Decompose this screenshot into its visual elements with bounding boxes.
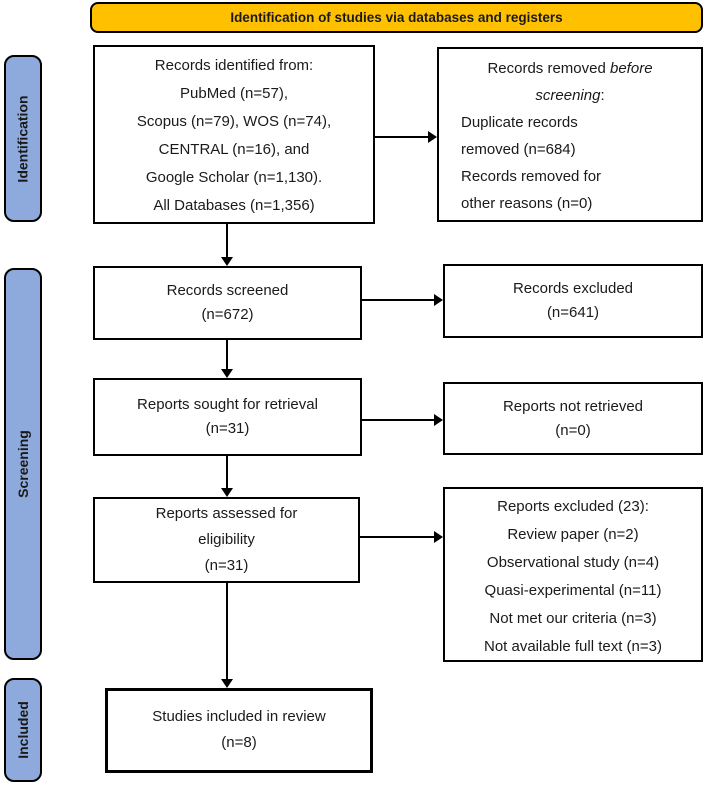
text-line: Records screened (166, 282, 289, 299)
records-removed-heading-italic-before: before (610, 60, 653, 77)
text-line: Reports assessed for (155, 505, 298, 522)
text-line: Duplicate records (461, 114, 578, 131)
text-line: Reports not retrieved (502, 397, 644, 415)
stage-label-included-text: Included (15, 701, 31, 759)
text-line: (n=31) (204, 557, 249, 574)
text-line: Reports sought for retrieval (137, 396, 318, 413)
stage-label-identification: Identification (4, 55, 42, 222)
text-line: Google Scholar (n=1,130). (145, 169, 323, 186)
arrow-identified-to-removed (375, 131, 437, 143)
flow-box-reports-not-retrieved: Reports not retrieved (n=0) (443, 382, 703, 455)
diagram-header-banner: Identification of studies via databases … (90, 2, 703, 33)
records-removed-heading-line-1: Records removed before (439, 55, 701, 82)
arrow-assessed-to-included (221, 583, 233, 688)
text-line: Quasi-experimental (n=11) (484, 582, 662, 599)
flow-box-records-excluded: Records excluded (n=641) (443, 264, 703, 338)
text-line: Not met our criteria (n=3) (489, 610, 657, 627)
text-line: Records excluded (512, 280, 634, 297)
stage-label-screening: Screening (4, 268, 42, 660)
text-line: eligibility (198, 531, 255, 548)
flow-box-records-removed-before-screening: Records removed before screening: Duplic… (437, 47, 703, 222)
records-removed-items: Duplicate records removed (n=684) Records … (439, 109, 701, 217)
text-line: (n=672) (201, 306, 254, 323)
arrow-sought-to-assessed (221, 456, 233, 497)
text-line: other reasons (n=0) (461, 195, 593, 212)
stage-label-screening-text: Screening (15, 430, 32, 498)
text-line: Scopus (n=79), WOS (n=74), (136, 113, 332, 130)
flow-box-reports-sought-for-retrieval: Reports sought for retrieval (n=31) (93, 378, 362, 456)
flow-box-records-identified: Records identified from: PubMed (n=57), Sc… (93, 45, 375, 224)
flow-box-reports-assessed-for-eligibility: Reports assessed for eligibility (n=31) (93, 497, 360, 583)
arrow-screened-to-excluded (362, 294, 443, 306)
text-line: removed (n=684) (461, 141, 576, 158)
flow-box-reports-excluded-with-reasons: Reports excluded (23): Review paper (n=2)… (443, 487, 703, 662)
text-line: Not available full text (n=3) (483, 638, 662, 655)
text-line: (n=0) (555, 421, 591, 439)
text-line: (n=8) (221, 734, 257, 751)
text-line: Reports excluded (23): (497, 498, 649, 515)
arrow-sought-to-not-retrieved (362, 414, 443, 426)
records-removed-heading-line-2: screening: (439, 82, 701, 109)
records-removed-heading-italic-screening: screening (535, 87, 601, 104)
text-line: Review paper (n=2) (507, 526, 639, 543)
text-line: PubMed (n=57), (180, 85, 288, 102)
arrow-assessed-to-reports-excluded (360, 531, 443, 543)
text-line: (n=31) (205, 420, 250, 437)
text-line: All Databases (n=1,356) (153, 197, 315, 214)
flow-box-records-screened: Records screened (n=672) (93, 266, 362, 340)
text-line: Studies included in review (152, 708, 326, 725)
records-removed-heading-prefix: Records removed (487, 60, 606, 77)
stage-label-included: Included (4, 678, 42, 782)
arrow-identified-to-screened (221, 224, 233, 266)
diagram-title: Identification of studies via databases … (230, 10, 563, 25)
arrow-screened-to-sought (221, 340, 233, 378)
flow-box-studies-included-in-review: Studies included in review (n=8) (105, 688, 373, 773)
text-line: Records identified from: (154, 57, 314, 74)
text-line: Observational study (n=4) (486, 554, 660, 571)
text-line: CENTRAL (n=16), and (158, 141, 310, 158)
stage-label-identification-text: Identification (15, 94, 31, 183)
records-removed-heading-colon: : (600, 87, 605, 104)
text-line: Records removed for (461, 168, 602, 185)
text-line: (n=641) (546, 304, 600, 321)
